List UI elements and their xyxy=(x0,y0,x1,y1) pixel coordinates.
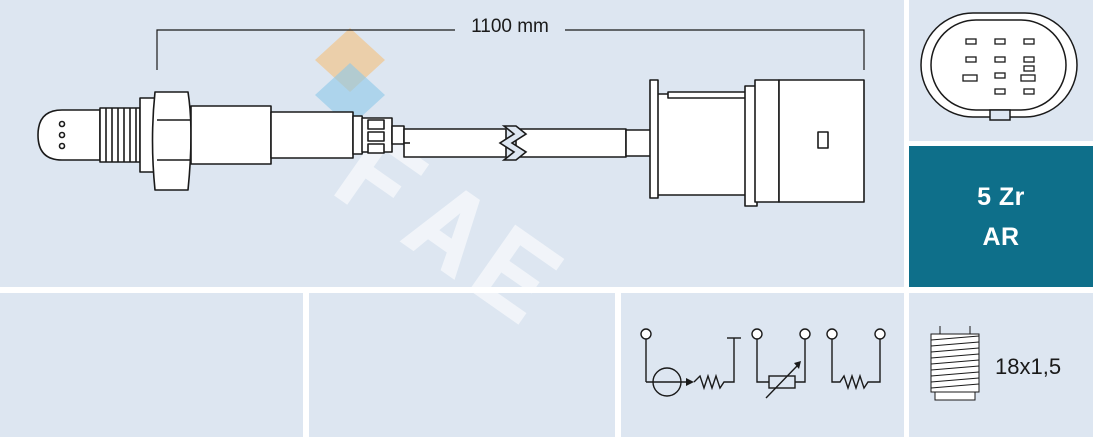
thread-icon xyxy=(930,326,980,401)
sensor-type-line2: AR xyxy=(982,223,1020,251)
connector-pinout-icon xyxy=(920,12,1078,121)
cable-segment-2 xyxy=(515,128,627,158)
cable-length-label: 1100 mm xyxy=(455,16,565,38)
sensor-circuit-schematic-icon xyxy=(640,328,886,399)
cable-break xyxy=(498,125,528,161)
empty-cell-2 xyxy=(309,293,615,437)
cable-segment-1 xyxy=(403,128,507,158)
sensor-body xyxy=(190,105,272,165)
dimension-line xyxy=(156,29,865,70)
sensor-tip xyxy=(37,109,101,161)
connector-housing xyxy=(656,93,756,196)
empty-cell-1 xyxy=(0,293,303,437)
hex-nut xyxy=(151,91,192,191)
thread-size-label: 18x1,5 xyxy=(995,354,1062,379)
sensor-type-line1: 5 Zr xyxy=(977,183,1025,211)
sensor-type-badge: 5 Zr AR xyxy=(909,146,1093,287)
circuit-panel xyxy=(621,293,904,437)
fae-watermark-logo xyxy=(315,28,565,325)
